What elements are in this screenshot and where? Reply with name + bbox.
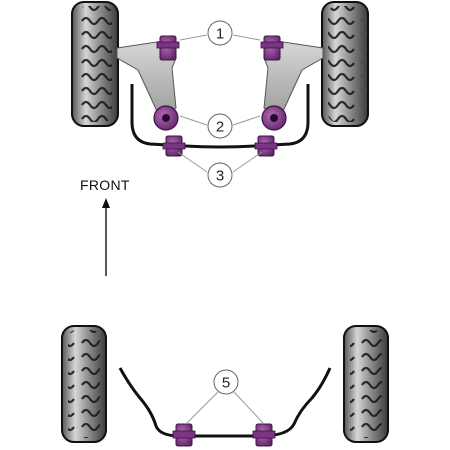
rear-axle: 5 (61, 325, 389, 447)
front-label: FRONT (80, 177, 130, 193)
front-right-tyre-icon (321, 1, 369, 127)
bushing-5-right-icon (252, 423, 276, 447)
bushing-1-left-icon (156, 35, 180, 61)
svg-text:5: 5 (222, 375, 230, 392)
bushing-3-right-icon (254, 135, 278, 157)
leader-lines-rear (185, 391, 265, 425)
bushing-1-right-icon (260, 35, 284, 61)
rear-left-tyre-icon (61, 325, 107, 443)
leader-lines-front (177, 34, 263, 173)
svg-text:3: 3 (216, 168, 224, 185)
front-left-tyre-icon (71, 1, 119, 127)
svg-text:2: 2 (216, 119, 224, 136)
front-arrow-icon (102, 198, 110, 276)
bushing-2-left-icon (153, 105, 179, 131)
rear-right-tyre-icon (343, 325, 389, 443)
front-axle: 1 2 3 (71, 1, 369, 188)
bushing-5-left-icon (172, 423, 196, 447)
svg-text:1: 1 (216, 26, 224, 43)
callout-5: 5 (213, 369, 239, 395)
callout-3: 3 (207, 162, 233, 188)
callout-2: 2 (207, 113, 233, 139)
bushing-3-left-icon (162, 135, 186, 157)
callout-1: 1 (207, 20, 233, 46)
front-anti-roll-bar (130, 84, 310, 149)
front-direction-indicator: FRONT (80, 177, 130, 276)
rear-anti-roll-bar (118, 367, 332, 438)
bushing-2-right-icon (261, 105, 287, 131)
